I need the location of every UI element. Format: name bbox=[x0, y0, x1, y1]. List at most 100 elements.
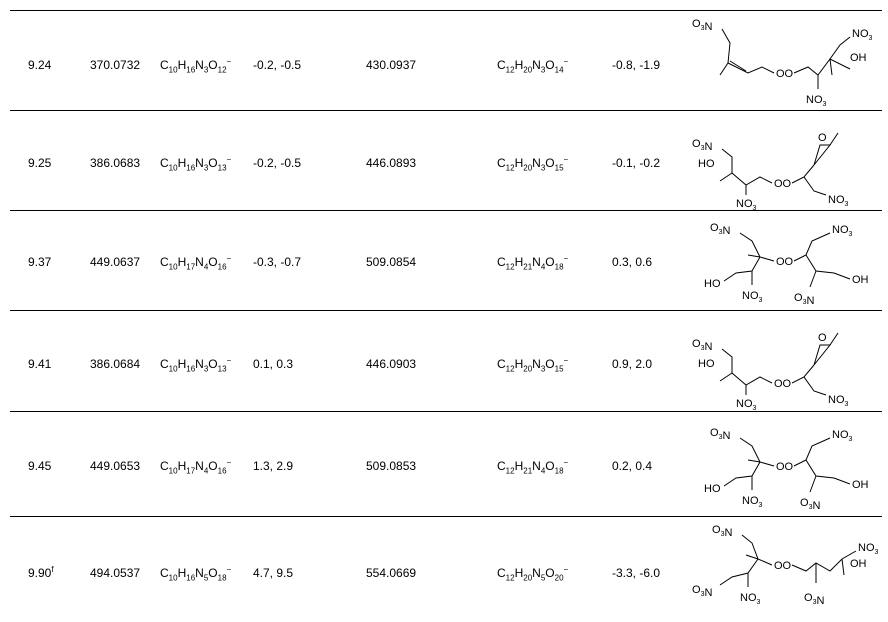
formula-2: C12H20N5O20− bbox=[497, 565, 569, 583]
mz-value-1: 449.0653 bbox=[90, 459, 141, 473]
formula-2: C12H21N4O18− bbox=[497, 458, 569, 476]
mass-error-1: -0.2, -0.5 bbox=[253, 58, 302, 72]
svg-text:O3N: O3N bbox=[800, 497, 820, 512]
retention-time-value: 9.41 bbox=[28, 357, 52, 371]
table-row: 9.45 449.0653 1.3, 2.9 509.0853 0.2, 0.4 C10H… bbox=[0, 412, 888, 513]
retention-time-value: 9.37 bbox=[28, 255, 52, 269]
table-rule bbox=[10, 411, 882, 412]
svg-text:NO3: NO3 bbox=[828, 394, 849, 408]
formula-1: C10H17N4O16− bbox=[160, 254, 232, 272]
svg-text:NO3: NO3 bbox=[742, 495, 763, 509]
svg-text:NO3: NO3 bbox=[832, 224, 853, 238]
table-row: 9.41 386.0684 0.1, 0.3 446.0903 0.9, 2.0 C10H… bbox=[0, 311, 888, 412]
mz-value-1: 386.0684 bbox=[90, 357, 141, 371]
svg-text:NO3: NO3 bbox=[832, 429, 853, 443]
retention-time-value: 9.45 bbox=[28, 459, 52, 473]
retention-time: 9.45 bbox=[28, 459, 51, 473]
svg-text:OO: OO bbox=[774, 178, 792, 190]
svg-text:NO3: NO3 bbox=[852, 28, 873, 42]
table-rule bbox=[10, 110, 882, 111]
table-row: 9.90f 494.0537 4.7, 9.5 554.0669 -3.3, -6.0 C… bbox=[0, 517, 888, 618]
formula-1: C10H17N4O16− bbox=[160, 458, 232, 476]
table-row: 9.25 386.0683 -0.2, -0.5 446.0893 -0.1, -0.2… bbox=[0, 111, 888, 212]
svg-text:NO3: NO3 bbox=[806, 94, 827, 108]
formula-1: C10H16N3O13− bbox=[160, 356, 232, 374]
svg-text:HO: HO bbox=[698, 358, 715, 370]
svg-text:OO: OO bbox=[776, 461, 794, 473]
retention-time: 9.24 bbox=[28, 58, 51, 72]
mass-error-2: -0.8, -1.9 bbox=[612, 58, 661, 72]
svg-text:NO3: NO3 bbox=[736, 398, 757, 411]
svg-text:OH: OH bbox=[850, 52, 867, 64]
mz-value-1: 370.0732 bbox=[90, 58, 141, 72]
svg-text:OO: OO bbox=[776, 256, 794, 268]
mz-value-2: 430.0937 bbox=[366, 58, 417, 72]
svg-text:O3N: O3N bbox=[712, 524, 732, 539]
formula-2: C12H20N3O15− bbox=[497, 356, 569, 374]
table-rule bbox=[10, 10, 882, 11]
svg-text:NO3: NO3 bbox=[858, 542, 879, 556]
table-rule bbox=[10, 516, 882, 517]
svg-text:O: O bbox=[818, 132, 827, 144]
svg-text:NO3: NO3 bbox=[736, 198, 757, 211]
mass-error-1: 0.1, 0.3 bbox=[253, 357, 294, 371]
retention-time: 9.90f bbox=[28, 565, 54, 581]
formula-2: C12H20N3O14− bbox=[497, 57, 569, 75]
mass-error-1: -0.3, -0.7 bbox=[253, 255, 302, 269]
svg-text:OO: OO bbox=[776, 68, 794, 80]
formula-1: C10H16N5O18− bbox=[160, 565, 232, 583]
svg-text:O3N: O3N bbox=[692, 138, 712, 153]
mass-error-2: -3.3, -6.0 bbox=[612, 566, 661, 580]
mz-value-2: 446.0893 bbox=[366, 156, 417, 170]
mz-value-1: 386.0683 bbox=[90, 156, 141, 170]
mass-error-2: 0.9, 2.0 bbox=[612, 357, 653, 371]
svg-text:HO: HO bbox=[704, 483, 721, 495]
formula-2: C12H21N4O18− bbox=[497, 254, 569, 272]
mz-value-2: 509.0853 bbox=[366, 459, 417, 473]
svg-text:OH: OH bbox=[850, 558, 867, 570]
mz-value-1: 494.0537 bbox=[90, 566, 141, 580]
svg-text:O: O bbox=[818, 332, 827, 344]
retention-time-value: 9.25 bbox=[28, 156, 52, 170]
svg-text:OO: OO bbox=[774, 560, 792, 572]
retention-time-value: 9.24 bbox=[28, 58, 52, 72]
mass-error-1: 1.3, 2.9 bbox=[253, 459, 294, 473]
svg-text:NO3: NO3 bbox=[828, 194, 849, 208]
mz-value-2: 446.0903 bbox=[366, 357, 417, 371]
mass-error-2: -0.1, -0.2 bbox=[612, 156, 661, 170]
table-rule bbox=[10, 210, 882, 211]
svg-text:O3N: O3N bbox=[692, 584, 712, 599]
svg-text:NO3: NO3 bbox=[740, 592, 761, 606]
svg-text:O3N: O3N bbox=[692, 338, 712, 353]
svg-text:O3N: O3N bbox=[692, 18, 712, 33]
svg-text:O3N: O3N bbox=[804, 592, 824, 607]
mass-error-1: -0.2, -0.5 bbox=[253, 156, 302, 170]
mass-error-1: 4.7, 9.5 bbox=[253, 566, 294, 580]
svg-text:OH: OH bbox=[852, 274, 869, 286]
svg-text:O3N: O3N bbox=[794, 292, 814, 307]
mz-value-2: 554.0669 bbox=[366, 566, 417, 580]
retention-time: 9.41 bbox=[28, 357, 51, 371]
svg-text:HO: HO bbox=[704, 278, 721, 290]
svg-text:HO: HO bbox=[698, 158, 715, 170]
mass-error-2: 0.2, 0.4 bbox=[612, 459, 653, 473]
footnote-marker: f bbox=[51, 565, 54, 574]
mass-error-2: 0.3, 0.6 bbox=[612, 255, 653, 269]
retention-time: 9.37 bbox=[28, 255, 51, 269]
svg-text:OO: OO bbox=[774, 378, 792, 390]
formula-1: C10H16N3O13− bbox=[160, 155, 232, 173]
svg-text:OH: OH bbox=[852, 479, 869, 491]
svg-text:NO3: NO3 bbox=[742, 290, 763, 304]
